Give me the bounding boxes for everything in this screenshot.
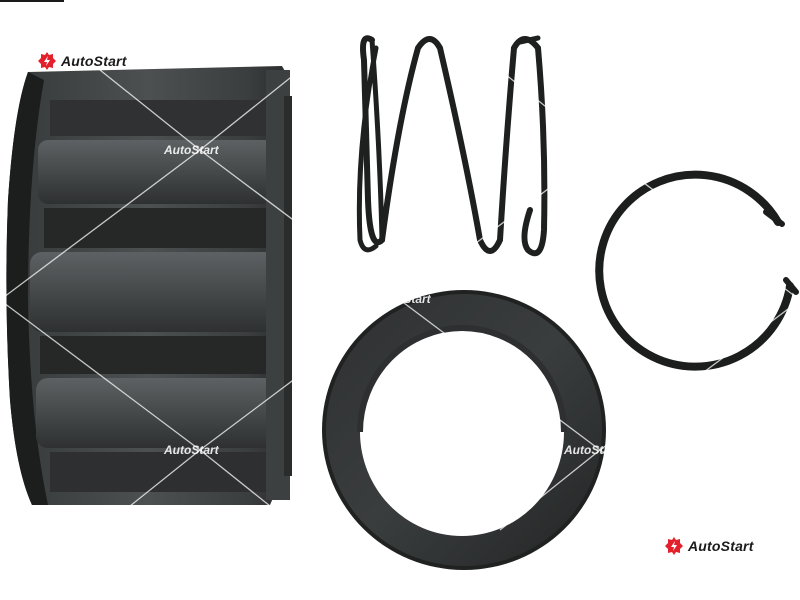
watermark-text: AutoStart bbox=[164, 443, 219, 457]
brand-logo-text: AutoStart bbox=[61, 53, 127, 69]
brand-logo: AutoStart bbox=[664, 536, 754, 556]
watermark-text: AutoStart bbox=[376, 292, 431, 306]
bushing-ring bbox=[322, 290, 606, 570]
watermark-lattice bbox=[0, 69, 800, 531]
watermark-text: AutoStart bbox=[164, 143, 219, 157]
snap-ring bbox=[595, 170, 799, 371]
watermark-text: AutoStart bbox=[564, 443, 619, 457]
brand-logo: AutoStart bbox=[37, 51, 127, 71]
pinion-gear bbox=[6, 66, 292, 505]
brand-mark-icon bbox=[665, 537, 683, 555]
coil-spring bbox=[356, 35, 548, 257]
brand-logo-text: AutoStart bbox=[688, 538, 754, 554]
top-edge-rule bbox=[0, 0, 64, 2]
brand-mark-icon bbox=[38, 52, 56, 70]
